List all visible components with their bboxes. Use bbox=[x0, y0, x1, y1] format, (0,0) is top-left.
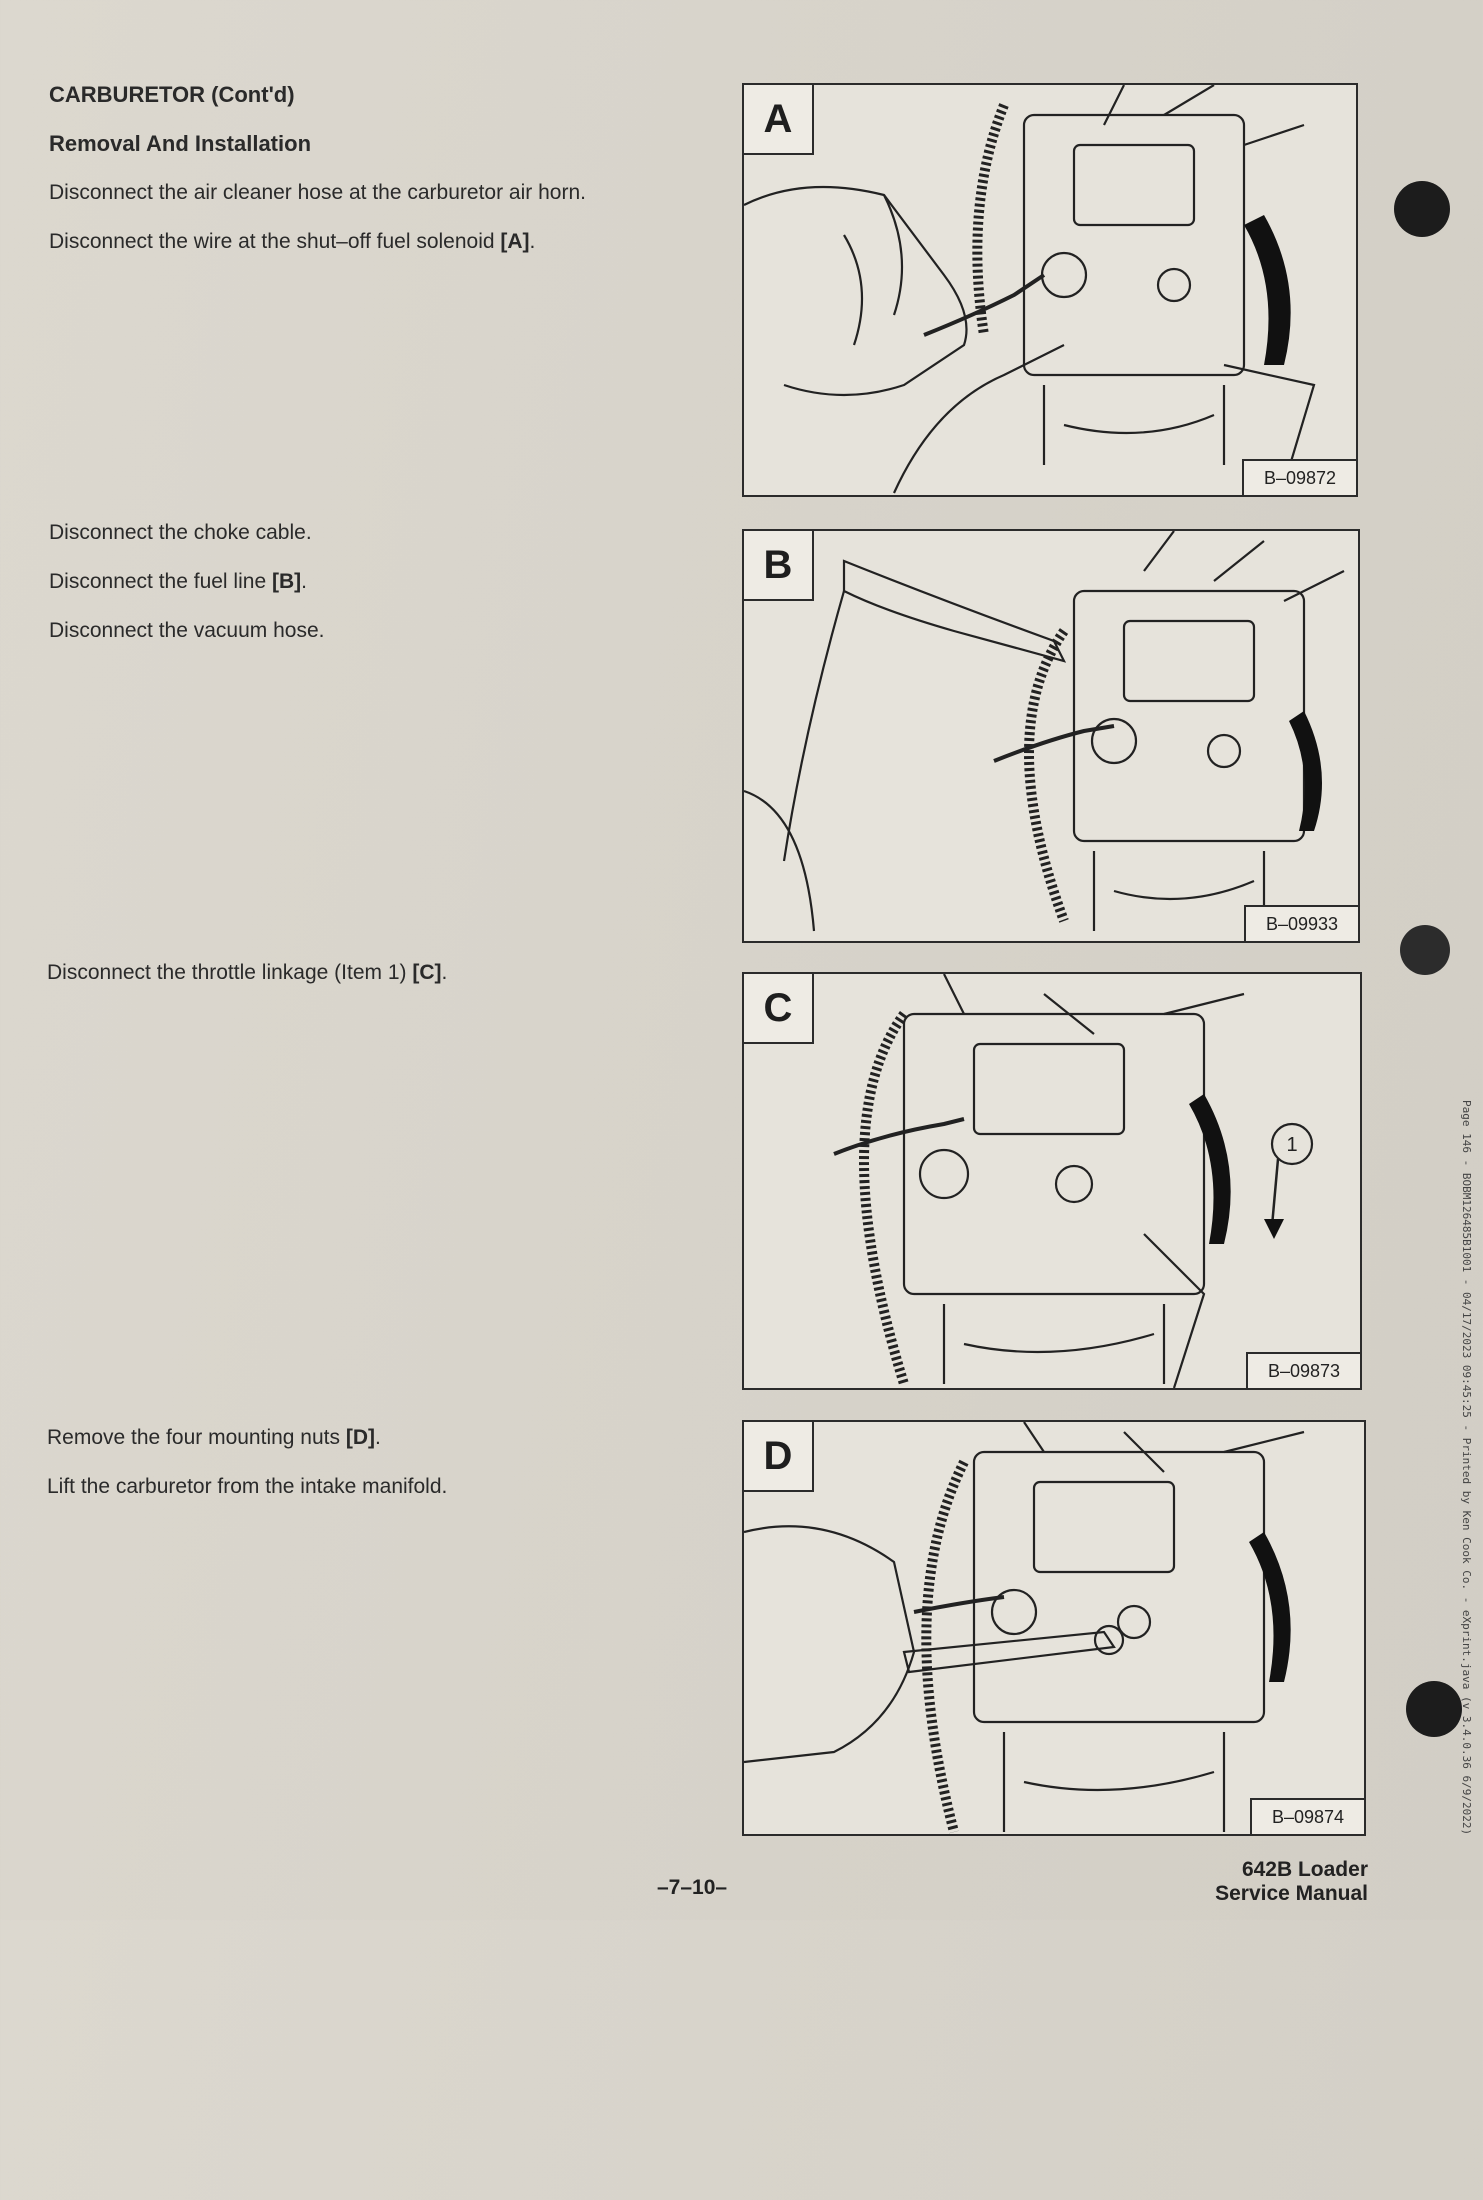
binder-hole bbox=[1394, 181, 1450, 237]
subheading: Removal And Installation bbox=[49, 131, 312, 156]
manual-title-line-1: 642B Loader bbox=[1241, 1858, 1368, 1881]
section-heading: CARBURETOR (Cont'd) bbox=[49, 82, 295, 107]
figure-d: D B–09874 bbox=[742, 1420, 1366, 1836]
step-vacuum-hose: Disconnect the vacuum hose. bbox=[49, 619, 325, 642]
step-lift-carburetor: Lift the carburetor from the intake mani… bbox=[47, 1475, 448, 1498]
figure-a: A B–09872 bbox=[742, 83, 1358, 497]
binder-hole bbox=[1406, 1681, 1462, 1737]
figure-code: B–09872 bbox=[1242, 459, 1356, 495]
figure-code: B–09874 bbox=[1250, 1798, 1364, 1834]
binder-hole bbox=[1400, 925, 1450, 975]
page-number: –7–10– bbox=[657, 1876, 728, 1899]
step-air-cleaner: Disconnect the air cleaner hose at the c… bbox=[49, 181, 586, 204]
step-fuel-line: Disconnect the fuel line [B]. bbox=[49, 570, 307, 593]
figure-letter: B bbox=[744, 531, 814, 601]
figure-b: B B–09933 bbox=[742, 529, 1360, 943]
carburetor-illustration-b bbox=[744, 531, 1345, 932]
manual-title-line-2: Service Manual bbox=[1215, 1882, 1368, 1905]
figure-letter: C bbox=[744, 974, 814, 1044]
step-solenoid-wire: Disconnect the wire at the shut–off fuel… bbox=[49, 230, 536, 253]
figure-code: B–09933 bbox=[1244, 905, 1358, 941]
figure-c: 1 C B–09873 bbox=[742, 972, 1362, 1390]
print-stamp: Page 146 - BOBM126485B1001 - 04/17/2023 … bbox=[1460, 1100, 1473, 1836]
carburetor-illustration-a bbox=[744, 85, 1316, 494]
carburetor-illustration-c: 1 bbox=[833, 974, 1314, 1388]
manual-title: 642B Loader Service Manual bbox=[1215, 1858, 1368, 1906]
step-choke-cable: Disconnect the choke cable. bbox=[49, 521, 312, 544]
callout-1-label: 1 bbox=[1286, 1134, 1297, 1156]
figure-letter: A bbox=[744, 85, 814, 155]
figure-code: B–09873 bbox=[1246, 1352, 1360, 1388]
carburetor-illustration-d bbox=[744, 1422, 1305, 1834]
figure-letter: D bbox=[744, 1422, 814, 1492]
step-throttle-linkage: Disconnect the throttle linkage (Item 1)… bbox=[47, 961, 448, 984]
step-mounting-nuts: Remove the four mounting nuts [D]. bbox=[47, 1426, 381, 1449]
